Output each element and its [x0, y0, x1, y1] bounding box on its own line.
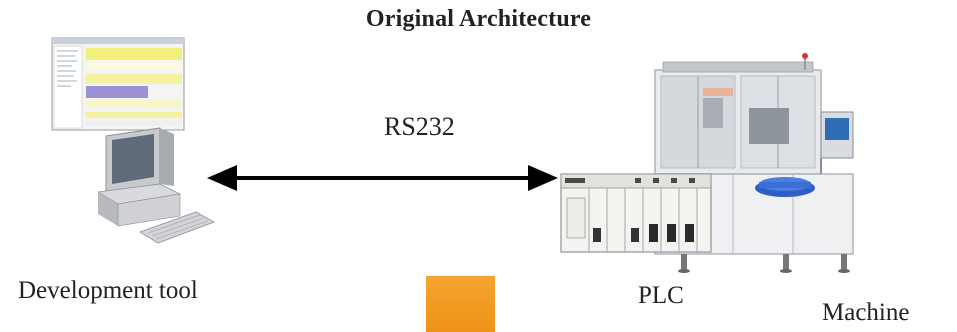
link-label: RS232 — [384, 112, 455, 141]
development-tool-label: Development tool — [18, 277, 198, 304]
computer-icon — [51, 37, 215, 244]
machine-label: Machine — [822, 299, 910, 326]
machine-icon — [560, 53, 854, 273]
diagram-title: Original Architecture — [365, 6, 592, 32]
orange-block — [426, 276, 495, 332]
rs232-link-arrow — [207, 165, 558, 191]
plc-label: PLC — [638, 282, 684, 309]
